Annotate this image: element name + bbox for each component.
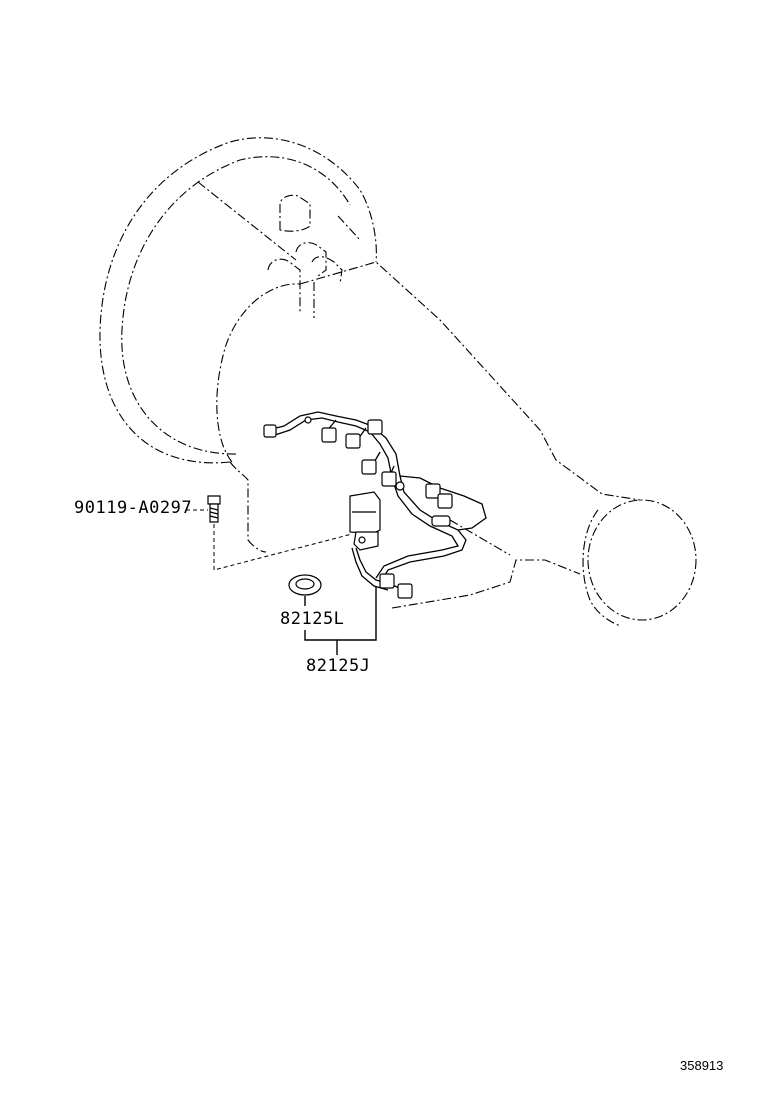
- mount-guide-lines: [186, 509, 353, 571]
- housing-bosses: [267, 194, 343, 318]
- part-label-harness[interactable]: 82125J: [306, 656, 371, 676]
- bolt-icon: [207, 495, 221, 523]
- part-label-seal[interactable]: 82125L: [280, 609, 345, 629]
- diagram-id: 358913: [680, 1058, 724, 1073]
- seal-ring-icon: [288, 574, 322, 596]
- transmission-housing: [99, 137, 697, 627]
- callout-leaders: [304, 586, 377, 655]
- sensor-switch: [349, 491, 381, 551]
- part-label-bolt[interactable]: 90119-A0297: [74, 498, 193, 518]
- harness-connectors: [263, 416, 453, 599]
